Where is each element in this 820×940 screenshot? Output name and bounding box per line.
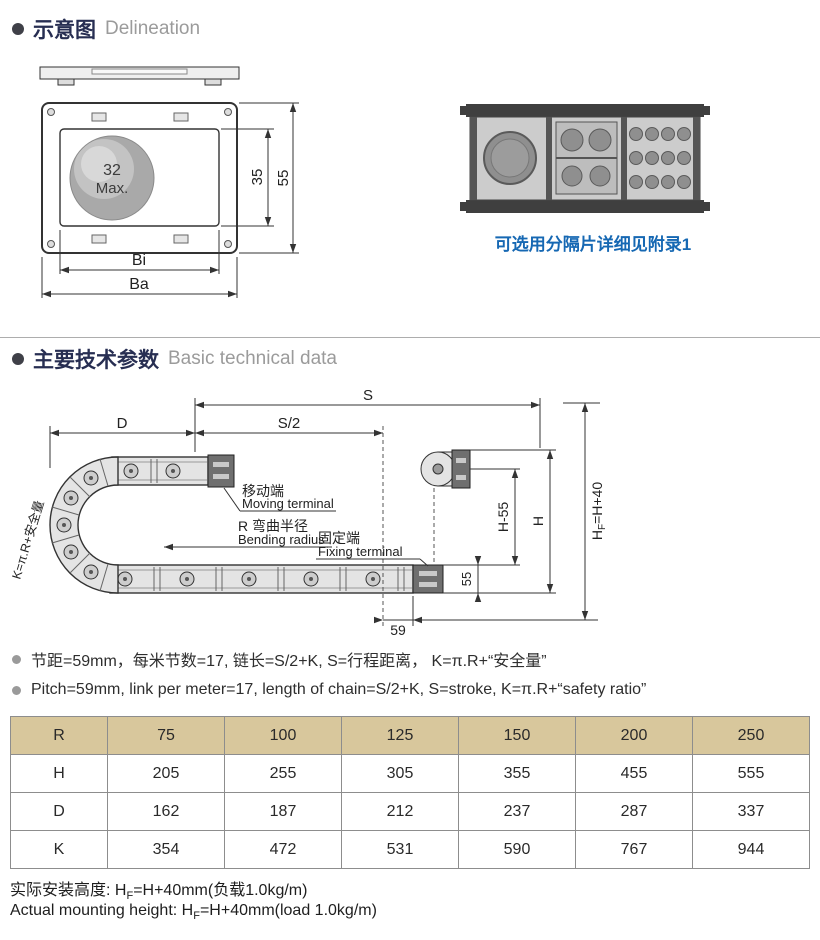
row-label: R xyxy=(10,716,108,755)
table-cell: 337 xyxy=(692,792,810,831)
sphere-diameter-label: 32 xyxy=(103,162,121,179)
section-header-delineation: 示意图 Delineation xyxy=(12,14,200,44)
section-title-en: Delineation xyxy=(105,18,201,39)
table-row-h: H 205 255 305 355 455 555 xyxy=(10,754,810,793)
section-title-en: Basic technical data xyxy=(168,348,337,369)
mounting-height-note-en: Actual mounting height: HF=H+40mm(load 1… xyxy=(10,902,377,922)
table-cell: 187 xyxy=(224,792,342,831)
table-cell: 355 xyxy=(458,754,576,793)
table-cell: 100 xyxy=(224,716,342,755)
table-cell: 205 xyxy=(107,754,225,793)
fixing-terminal-bracket xyxy=(412,564,444,594)
table-cell: 237 xyxy=(458,792,576,831)
dim-inner-height-label: 35 xyxy=(249,169,266,186)
dimension-lines xyxy=(41,102,299,298)
separator-rails xyxy=(460,104,710,213)
max-cable-sphere: 32 Max. xyxy=(69,135,155,221)
dim-55-label: 55 xyxy=(459,572,474,586)
table-cell: 75 xyxy=(107,716,225,755)
chain-diagram: S S/2 D 移动端 Moving terminal R 弯曲半径 Bendi… xyxy=(9,388,608,638)
dim-h55-label: H-55 xyxy=(495,502,511,533)
footer-zh-pre: 实际安装高度: H xyxy=(10,882,127,899)
table-cell: 200 xyxy=(575,716,693,755)
section-bullet-icon xyxy=(12,353,24,365)
bending-radius-label-zh: R 弯曲半径 xyxy=(238,518,308,534)
bending-radius-label-en: Bending radius xyxy=(238,532,325,547)
table-cell: 354 xyxy=(107,830,225,869)
moving-terminal-endpiece xyxy=(420,449,471,489)
cross-section-drawing: 32 Max. 35 55 Bi Ba xyxy=(39,66,299,298)
note-bullet-icon xyxy=(12,654,21,664)
moving-terminal-bracket xyxy=(207,454,235,488)
dim-s-label: S xyxy=(363,388,373,404)
sphere-max-label: Max. xyxy=(96,180,129,197)
table-cell: 944 xyxy=(692,830,810,869)
table-cell: 455 xyxy=(575,754,693,793)
table-cell: 255 xyxy=(224,754,342,793)
table-row-r: R 75 100 125 150 200 250 xyxy=(10,716,810,755)
dim-59-label: 59 xyxy=(390,622,406,638)
dim-hf-label: HF=H+40 xyxy=(589,482,608,540)
fixing-terminal-label-zh: 固定端 xyxy=(318,530,360,546)
spec-table: R 75 100 125 150 200 250 H 205 255 305 3… xyxy=(10,716,810,869)
hf-subscript: F xyxy=(597,524,608,530)
table-cell: 767 xyxy=(575,830,693,869)
table-cell: 162 xyxy=(107,792,225,831)
table-cell: 250 xyxy=(692,716,810,755)
table-cell: 590 xyxy=(458,830,576,869)
dim-d-label: D xyxy=(117,415,128,432)
table-cell: 472 xyxy=(224,830,342,869)
table-row-k: K 354 472 531 590 767 944 xyxy=(10,830,810,869)
section-title-zh: 示意图 xyxy=(33,19,96,42)
dim-outer-height-label: 55 xyxy=(275,170,292,187)
pitch-note-zh: 节距=59mm，每米节数=17, 链长=S/2+K, S=行程距离， K=π.R… xyxy=(12,647,547,671)
table-cell: 555 xyxy=(692,754,810,793)
chain-bend xyxy=(49,456,119,594)
dim-s-half-label: S/2 xyxy=(278,415,301,432)
row-label: H xyxy=(10,754,108,793)
section-title-zh: 主要技术参数 xyxy=(33,349,159,372)
moving-terminal-label-zh: 移动端 xyxy=(242,483,284,499)
note-bullet-icon xyxy=(12,685,21,695)
footer-en-post: =H+40mm(load 1.0kg/m) xyxy=(199,902,377,919)
row-label: K xyxy=(10,830,108,869)
table-cell: 150 xyxy=(458,716,576,755)
separator-illustration xyxy=(460,104,710,213)
chain-top-run xyxy=(111,454,235,488)
chain-bottom-run xyxy=(109,564,414,594)
table-cell: 287 xyxy=(575,792,693,831)
footer-zh-sub: F xyxy=(126,890,134,903)
footer-zh-post: =H+40mm(负载1.0kg/m) xyxy=(133,882,308,899)
footer-en-pre: Actual mounting height: H xyxy=(10,902,194,919)
dim-h-label: H xyxy=(530,516,546,526)
table-cell: 305 xyxy=(341,754,459,793)
table-cell: 212 xyxy=(341,792,459,831)
row-label: D xyxy=(10,792,108,831)
table-cell: 125 xyxy=(341,716,459,755)
footer-en-sub: F xyxy=(193,910,200,923)
separator-note: 可选用分隔片详细见附录1 xyxy=(494,235,692,254)
moving-terminal-label-en: Moving terminal xyxy=(242,496,334,511)
section-bullet-icon xyxy=(12,23,24,35)
hf-h: H xyxy=(589,530,605,540)
section-divider xyxy=(0,337,820,338)
section-header-technical: 主要技术参数 Basic technical data xyxy=(12,344,337,374)
dim-bi-label: Bi xyxy=(132,252,146,269)
separator-dividers xyxy=(470,117,700,200)
dim-ba-label: Ba xyxy=(129,276,149,293)
note-text-en: Pitch=59mm, link per meter=17, length of… xyxy=(31,681,647,698)
hf-rest: =H+40 xyxy=(589,482,605,524)
pitch-note-en: Pitch=59mm, link per meter=17, length of… xyxy=(12,681,646,699)
separator-cable-holes xyxy=(483,121,691,195)
table-cell: 531 xyxy=(341,830,459,869)
fixing-terminal-label-en: Fixing terminal xyxy=(318,544,403,559)
table-row-d: D 162 187 212 237 287 337 xyxy=(10,792,810,831)
carrier-lid-drawing xyxy=(39,66,240,86)
note-text-zh: 节距=59mm，每米节数=17, 链长=S/2+K, S=行程距离， K=π.R… xyxy=(31,653,547,670)
k-formula-label: K=π.R+安全量 xyxy=(9,498,47,580)
mounting-height-note-zh: 实际安装高度: HF=H+40mm(负载1.0kg/m) xyxy=(10,876,307,902)
